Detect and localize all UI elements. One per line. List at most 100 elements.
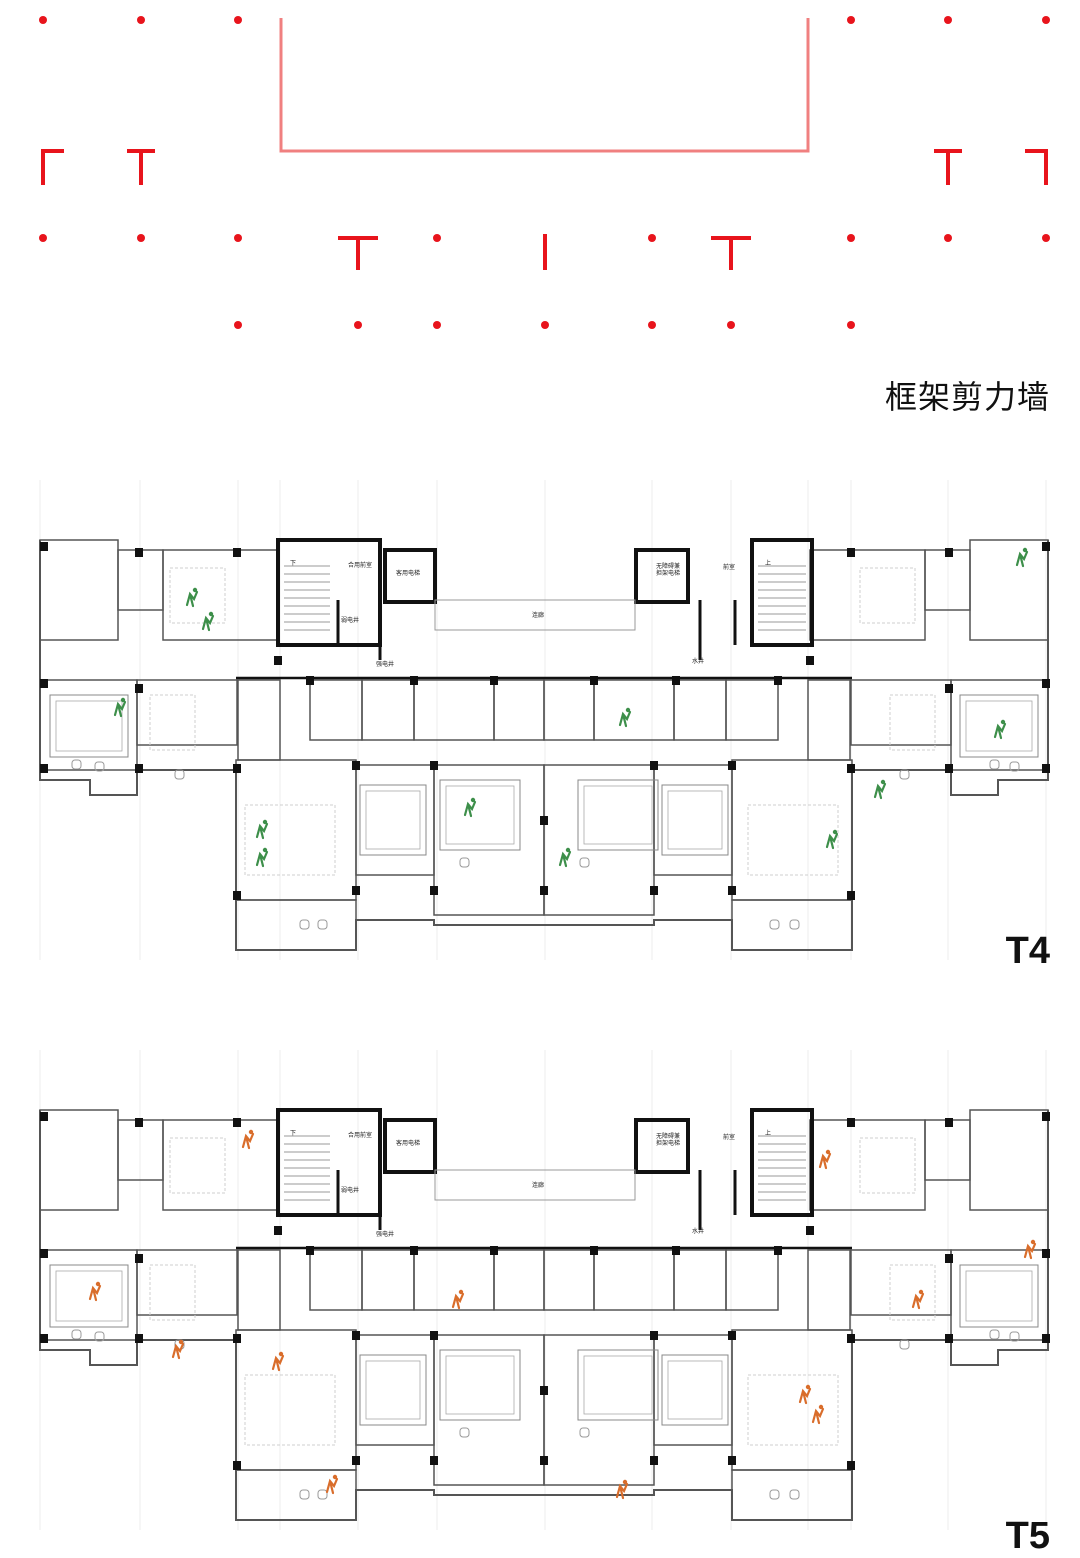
chair	[459, 1427, 470, 1438]
column	[650, 1456, 658, 1465]
column-dot	[433, 234, 441, 242]
room-wall	[653, 1334, 733, 1446]
person-figure	[255, 819, 269, 840]
stair-core-left	[276, 1108, 382, 1217]
column	[135, 1254, 143, 1263]
room-label-right-shaft: 水井	[692, 1227, 704, 1235]
bed-cover	[965, 1270, 1033, 1322]
column	[590, 676, 598, 685]
room-wall	[850, 1249, 952, 1316]
bed	[661, 1354, 729, 1426]
column	[945, 1334, 953, 1343]
column	[40, 764, 48, 773]
room-label-right-lobby: 前室	[723, 1133, 735, 1141]
column	[806, 656, 814, 665]
person-figure	[811, 1404, 825, 1425]
column	[945, 1254, 953, 1263]
room-wall	[355, 1334, 435, 1446]
chair	[71, 759, 82, 770]
person-figure	[615, 1479, 629, 1500]
column-dot	[433, 321, 441, 329]
wall-t-shape	[711, 236, 751, 270]
person-figure	[171, 1339, 185, 1360]
column	[40, 1334, 48, 1343]
room-label-stair-up: 上	[765, 559, 771, 567]
column-dot	[39, 234, 47, 242]
column-dot	[39, 16, 47, 24]
rug	[859, 567, 916, 624]
room-wall	[433, 1334, 545, 1486]
person-figure	[451, 1289, 465, 1310]
column-dot	[727, 321, 735, 329]
column	[1042, 542, 1050, 551]
column	[728, 886, 736, 895]
room-wall	[543, 764, 655, 916]
plan-label-t5: T5	[1005, 1515, 1050, 1557]
room-label-stair-down: 下	[290, 1130, 296, 1137]
bed	[577, 779, 659, 851]
column	[1042, 679, 1050, 688]
room-wall	[39, 1109, 119, 1211]
stair-core-left	[276, 538, 382, 647]
column	[945, 684, 953, 693]
lift-core-left	[383, 1118, 437, 1174]
person-figure	[113, 697, 127, 718]
column	[410, 676, 418, 685]
column	[274, 656, 282, 665]
column-dot	[847, 16, 855, 24]
column-dot	[541, 321, 549, 329]
column	[274, 1226, 282, 1235]
person-figure	[818, 1149, 832, 1170]
rug	[149, 1264, 196, 1321]
room-wall	[361, 1249, 415, 1311]
chair	[789, 919, 800, 930]
room-wall	[809, 1119, 926, 1211]
column	[945, 1118, 953, 1127]
room-wall	[543, 1334, 655, 1486]
person-figure	[798, 1384, 812, 1405]
structure-caption: 框架剪力墙	[884, 378, 1050, 416]
room-wall	[136, 679, 238, 746]
room-wall	[309, 1249, 363, 1311]
column	[847, 891, 855, 900]
chair	[769, 1489, 780, 1500]
wall-t-shape	[338, 236, 378, 270]
room-label-left-lift: 客用电梯	[396, 569, 420, 577]
stair-core-right	[750, 538, 814, 647]
column	[40, 1249, 48, 1258]
stair-core-right	[750, 1108, 814, 1217]
column	[945, 548, 953, 557]
chair	[317, 1489, 328, 1500]
column	[490, 1246, 498, 1255]
room-label-stair-down: 下	[290, 560, 296, 567]
bed	[959, 694, 1039, 758]
bed-cover	[365, 1360, 421, 1420]
column	[233, 1334, 241, 1343]
column	[233, 764, 241, 773]
wall-t-shape	[127, 149, 155, 185]
room-label-left-lobby: 合用前室	[348, 1131, 372, 1139]
column	[650, 886, 658, 895]
column	[806, 1226, 814, 1235]
bed-cover	[55, 700, 123, 752]
lift-core-left	[383, 548, 437, 604]
bed	[359, 1354, 427, 1426]
exterior-wall	[544, 1110, 1049, 1521]
chair	[989, 1329, 1000, 1340]
bed	[49, 1264, 129, 1328]
bed	[359, 784, 427, 856]
room-label-right-shaft: 水井	[692, 657, 704, 665]
room-label-right-lift: 无障碍兼担架电梯	[656, 1132, 680, 1147]
column-dot	[137, 234, 145, 242]
column-dot	[1042, 16, 1050, 24]
column-dot	[234, 234, 242, 242]
chair	[71, 1329, 82, 1340]
room-wall	[237, 1249, 281, 1331]
rug	[859, 1137, 916, 1194]
room-label-right-lobby: 前室	[723, 563, 735, 571]
room-label-left-shaft-1: 弱电井	[341, 1186, 359, 1194]
exterior-wall	[39, 1110, 544, 1521]
column-dot	[648, 321, 656, 329]
column	[135, 764, 143, 773]
